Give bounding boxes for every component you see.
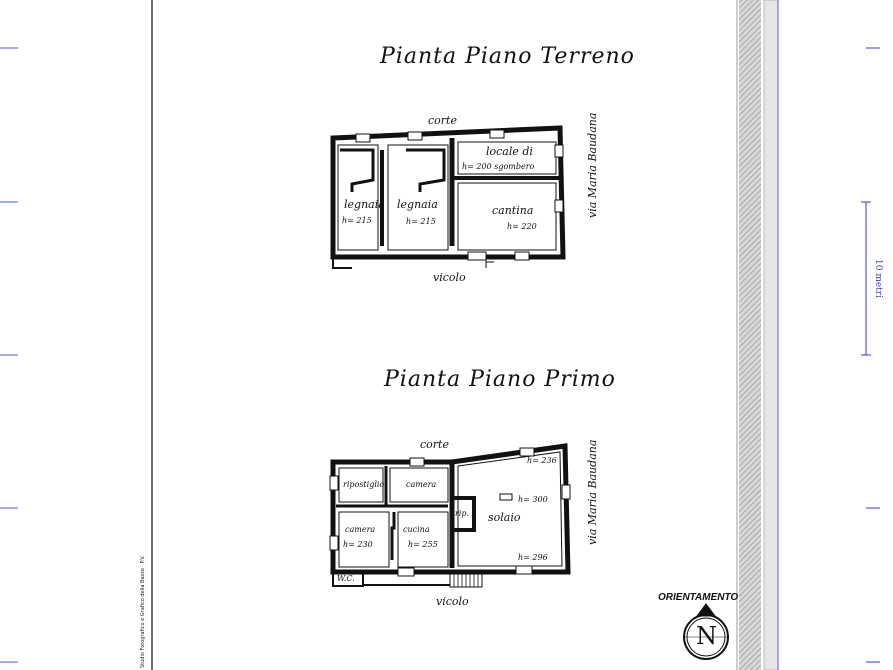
room-cucina: cucina (403, 525, 430, 534)
first-south-label: vicolo (436, 595, 469, 608)
grey-strip (763, 0, 779, 670)
ground-south-label: vicolo (433, 271, 466, 284)
room-cantina-height: h= 220 (507, 222, 537, 231)
room-camera-left-height: h= 230 (343, 540, 373, 549)
first-east-label: via Maria Baudana (586, 439, 599, 545)
ground-north-label: corte (428, 114, 457, 127)
room-rip: rip. (455, 509, 470, 518)
scale-label: 10 metri (873, 258, 883, 298)
room-solaio-height: h= 300 (518, 495, 548, 504)
compass-north-letter: N (696, 622, 717, 650)
room-solaio: solaio (488, 511, 521, 524)
room-wc: W.C. (337, 574, 355, 583)
room-legnaia-1-height: h= 215 (342, 216, 372, 225)
first-floor-plan (329, 443, 571, 588)
first-floor-title: Pianta Piano Primo (384, 367, 616, 392)
orientation-label: ORIENTAMENTO (658, 592, 739, 603)
room-legnaia-2-height: h= 215 (406, 217, 436, 226)
ground-east-label: via Maria Baudana (586, 112, 599, 218)
credit-text: Studio Fotografico e Grafico della Basso… (140, 555, 146, 668)
room-locale: locale di (486, 145, 533, 158)
compass (683, 603, 729, 660)
room-ripostiglio: ripostiglio (343, 480, 385, 489)
room-legnaia-1: legnaia (344, 198, 385, 211)
room-legnaia-2: legnaia (397, 198, 438, 211)
scale-ruler (861, 47, 880, 663)
ground-floor-title: Pianta Piano Terreno (380, 44, 635, 69)
hatched-strip (739, 0, 761, 670)
room-wc-height: h=200 (352, 570, 369, 576)
ground-floor-plan (330, 125, 566, 269)
room-cantina: cantina (492, 204, 534, 217)
room-camera-left: camera (345, 525, 376, 534)
room-solaio-height-bottom: h= 296 (518, 553, 548, 562)
room-locale-sgombero: h= 200 sgombero (462, 162, 535, 171)
first-north-label: corte (420, 438, 449, 451)
room-solaio-height-top: h= 236 (527, 456, 557, 465)
margin-marks-left (0, 47, 18, 663)
room-cucina-height: h= 255 (408, 540, 438, 549)
room-camera-top: camera (406, 480, 437, 489)
